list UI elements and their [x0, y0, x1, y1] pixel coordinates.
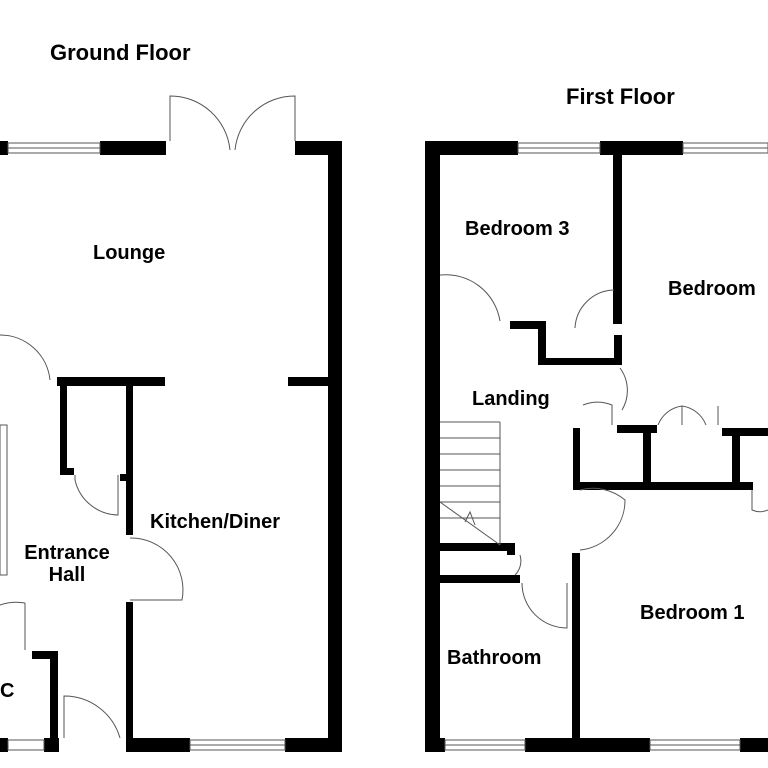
room-label-bedroom-3: Bedroom 3	[465, 218, 570, 240]
entrance-hall-line1: Entrance	[24, 542, 110, 564]
room-label-kitchen-diner: Kitchen/Diner	[150, 511, 281, 533]
ground-floor-title: Ground Floor	[50, 40, 191, 65]
first-floor-title: First Floor	[566, 84, 675, 109]
walls	[0, 141, 768, 752]
room-label-lounge: Lounge	[93, 242, 166, 264]
entrance-hall-line2: Hall	[48, 564, 86, 586]
room-label-landing: Landing	[472, 388, 550, 410]
room-label-bathroom: Bathroom	[447, 647, 542, 669]
room-label-bedroom-1: Bedroom 1	[640, 602, 745, 624]
room-label-bedroom-2: Bedroom	[668, 278, 756, 300]
room-label-wc: C	[0, 680, 15, 702]
room-label-entrance-hall: Entrance Hall	[16, 542, 118, 586]
windows-doors-stairs	[0, 95, 768, 751]
